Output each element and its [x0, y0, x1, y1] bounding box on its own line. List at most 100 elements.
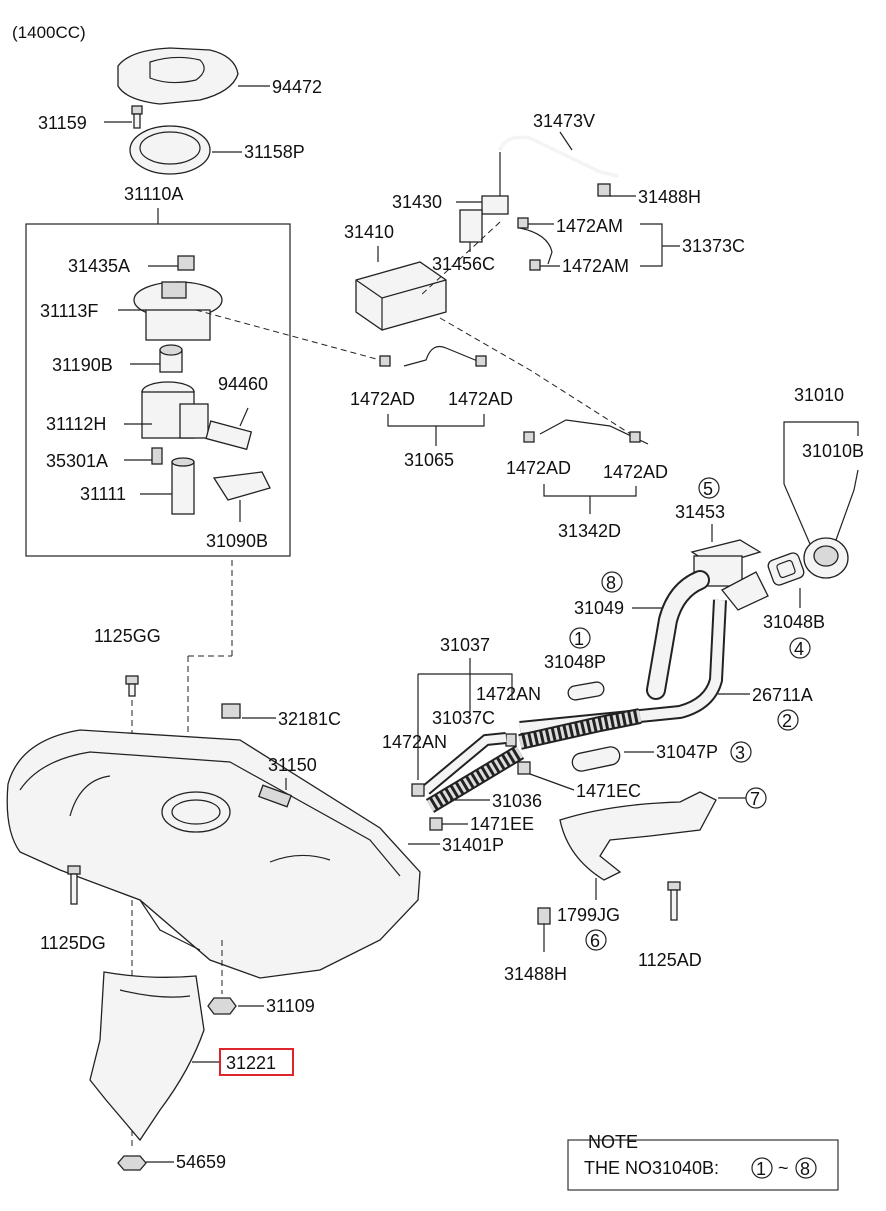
filter-31090B-shape	[212, 471, 271, 522]
part-label-31049: 31049	[574, 598, 624, 618]
bolt-31159-shape	[104, 105, 143, 129]
part-label-1472AD-4: 1472AD	[603, 462, 668, 482]
callout-8	[601, 571, 623, 593]
engine-header: (1400CC)	[12, 23, 86, 42]
bolt-1125AD-shape	[667, 881, 681, 921]
part-label-31435A: 31435A	[68, 256, 130, 276]
part-label-31037C: 31037C	[432, 708, 495, 728]
regulator-31190B-shape	[159, 344, 183, 373]
part-label-31373C: 31373C	[682, 236, 745, 256]
clip-31488H-bottom-shape	[537, 907, 551, 925]
part-label-54659: 54659	[176, 1152, 226, 1172]
hose-31048P-shape	[567, 681, 605, 701]
valve-31430-shape	[481, 152, 509, 215]
fuel-cap-31010-shape	[803, 537, 849, 579]
clamp-1471EE-shape	[429, 817, 443, 831]
part-label-31048B: 31048B	[763, 612, 825, 632]
part-label-31109: 31109	[266, 996, 315, 1016]
clamp-1472AM-1-shape	[517, 217, 529, 229]
heat-shield-31221-shape	[89, 971, 205, 1142]
part-label-31065: 31065	[404, 450, 454, 470]
part-label-31430: 31430	[392, 192, 442, 212]
part-label-94472: 94472	[272, 77, 322, 97]
part-label-1125DG: 1125DG	[40, 933, 106, 953]
gasket-31048B-shape	[767, 552, 805, 608]
part-label-1125GG: 1125GG	[94, 626, 161, 646]
callout-8-text: 8	[606, 573, 616, 593]
callout-3-text: 3	[735, 743, 745, 763]
part-label-31111: 31111	[80, 484, 126, 504]
note-range-end: 8	[800, 1159, 810, 1179]
part-label-1472AD-3: 1472AD	[506, 458, 571, 478]
callout-2	[777, 709, 799, 731]
part-label-31190B: 31190B	[52, 355, 113, 375]
callout-4	[789, 637, 811, 659]
part-label-1472AN-2: 1472AN	[382, 732, 447, 752]
hose-31373C-shape	[519, 227, 553, 265]
part-label-31036: 31036	[492, 791, 542, 811]
part-label-31401P: 31401P	[442, 835, 504, 855]
part-label-31453: 31453	[675, 502, 725, 522]
callout-2-text: 2	[782, 711, 792, 731]
part-label-1472AD-2: 1472AD	[448, 389, 513, 409]
bolt-1125DG-shape	[67, 865, 81, 905]
part-label-31048P: 31048P	[544, 652, 606, 672]
part-label-31112H: 31112H	[46, 414, 106, 434]
part-label-32181C: 32181C	[278, 709, 341, 729]
leader-module-to-hose	[195, 309, 381, 361]
part-label-31150: 31150	[268, 755, 317, 775]
hose-31036-shape	[411, 732, 507, 797]
gasket-94472-shape	[117, 47, 270, 105]
note-box: NOTE THE NO31040B: 1 ~ 8	[567, 1132, 839, 1191]
vent-hose-31473V-shape	[498, 131, 619, 178]
part-label-31010B: 31010B	[802, 441, 864, 461]
callout-1	[569, 627, 591, 649]
bolt-1125GG-shape	[125, 675, 139, 697]
part-label-31047P: 31047P	[656, 742, 718, 762]
part-label-26711A: 26711A	[752, 685, 813, 705]
canister-31410-shape	[355, 261, 447, 331]
callout-6	[585, 929, 607, 951]
note-range-sep: ~	[778, 1158, 789, 1178]
part-label-1472AM-1: 1472AM	[556, 216, 623, 236]
part-label-1472AD-1: 1472AD	[350, 389, 415, 409]
callout-5-text: 5	[703, 479, 713, 499]
part-label-31010: 31010	[794, 385, 844, 405]
part-label-1125AD: 1125AD	[638, 950, 702, 970]
part-label-1799JG: 1799JG	[557, 905, 620, 925]
clip-31488H-top-shape	[597, 183, 611, 197]
hose-31065-shape	[379, 345, 487, 367]
fuel-tank-31150-shape	[6, 729, 421, 979]
corrugated-hose-31401P-shape	[425, 745, 525, 813]
part-label-1471EE: 1471EE	[470, 814, 534, 834]
pump-module-box	[25, 223, 291, 557]
part-label-31488H-top: 31488H	[638, 187, 701, 207]
tether-31010B-shape	[835, 469, 859, 541]
filler-neck-31453-shape	[690, 539, 769, 611]
part-label-31410: 31410	[344, 222, 394, 242]
fuel-pump-31111-shape	[140, 457, 195, 515]
part-label-1472AM-2: 1472AM	[562, 256, 629, 276]
callout-1-text: 1	[574, 629, 584, 649]
callout-7	[745, 787, 767, 809]
ring-31158P-shape	[129, 125, 242, 175]
hose-31047P-shape	[571, 746, 621, 772]
part-label-31342D: 31342D	[558, 521, 621, 541]
part-label-31158P: 31158P	[244, 142, 305, 162]
part-label-31456C: 31456C	[432, 254, 495, 274]
connector-31435A-shape	[177, 255, 195, 271]
part-label-31473V: 31473V	[533, 111, 595, 131]
bracket-31456C-shape	[459, 209, 483, 243]
sender-94460-shape	[205, 407, 253, 451]
part-label-31037: 31037	[440, 635, 490, 655]
part-label-31159: 31159	[38, 113, 87, 133]
part-label-31221: 31221	[226, 1053, 276, 1073]
callout-7-text: 7	[750, 789, 760, 809]
part-label-31488H-bottom: 31488H	[504, 964, 567, 984]
part-label-1472AN-1: 1472AN	[476, 684, 541, 704]
pump-housing-31112H-shape	[141, 381, 209, 439]
note-title: NOTE	[588, 1132, 638, 1152]
callout-5	[698, 477, 720, 499]
leader-canister-to-hose	[439, 317, 641, 441]
part-label-1471EC: 1471EC	[576, 781, 641, 801]
